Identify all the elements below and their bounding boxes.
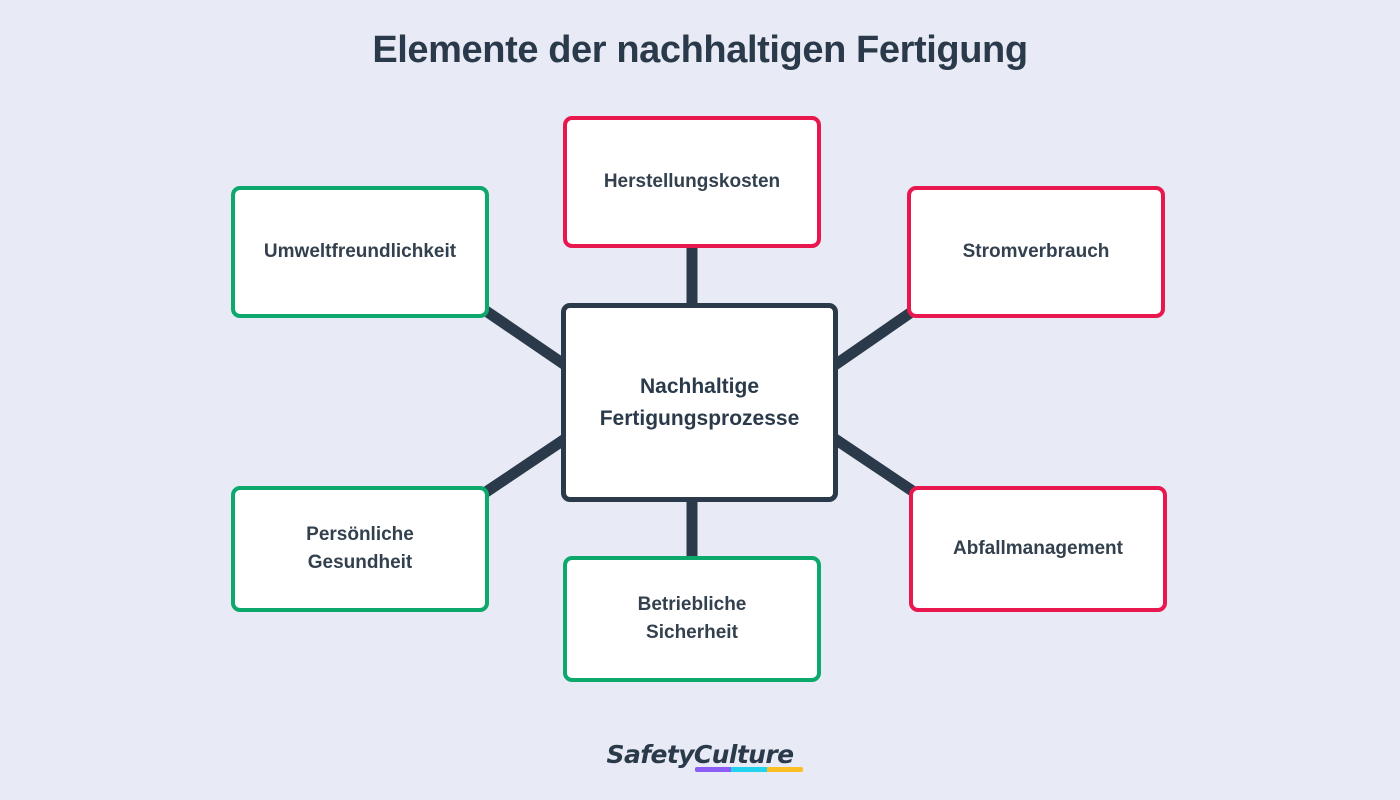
node-label-line1: Betriebliche xyxy=(637,594,747,616)
connector-upper-left xyxy=(482,306,572,372)
node-label-line1: Persönliche xyxy=(306,524,414,546)
logo-wordmark: SafetyCulture xyxy=(606,740,795,769)
connector-upper-right xyxy=(828,306,917,372)
node-abfallmanagement[interactable]: Abfallmanagement xyxy=(909,486,1167,612)
logo-underline-cyan xyxy=(730,767,767,773)
logo-underline-purple xyxy=(694,767,731,773)
logo-underline xyxy=(694,767,803,773)
center-node-label: Nachhaltige Fertigungsprozesse xyxy=(600,371,800,434)
node-herstellungskosten[interactable]: Herstellungskosten xyxy=(563,116,821,248)
logo-underline-yellow xyxy=(766,767,803,773)
center-node-label-line2: Fertigungsprozesse xyxy=(599,406,800,430)
node-betriebliche-sicherheit[interactable]: Betriebliche Sicherheit xyxy=(563,556,821,682)
node-label-line2: Sicherheit xyxy=(646,622,738,643)
node-stromverbrauch[interactable]: Stromverbrauch xyxy=(907,186,1165,318)
node-label: Stromverbrauch xyxy=(962,241,1110,263)
node-label: Herstellungskosten xyxy=(603,171,781,193)
page-title: Elemente der nachhaltigen Fertigung xyxy=(372,29,1028,71)
node-label: Umweltfreundlichkeit xyxy=(263,241,457,263)
logo-inner: SafetyCulture xyxy=(606,740,803,773)
connector-lower-right xyxy=(828,432,918,497)
node-label-line2: Gesundheit xyxy=(307,552,413,573)
node-label: Abfallmanagement xyxy=(953,538,1123,560)
connector-lower-left xyxy=(482,432,572,497)
safetyculture-logo: SafetyCulture xyxy=(0,740,1400,773)
center-node-label-line1: Nachhaltige xyxy=(639,375,759,398)
node-persoenliche-gesundheit[interactable]: Persönliche Gesundheit xyxy=(231,486,489,612)
node-center-nachhaltige-fertigungsprozesse[interactable]: Nachhaltige Fertigungsprozesse xyxy=(561,303,838,502)
node-umweltfreundlichkeit[interactable]: Umweltfreundlichkeit xyxy=(231,186,489,318)
node-label: Betriebliche Sicherheit xyxy=(638,591,747,646)
node-label: Persönliche Gesundheit xyxy=(306,521,414,576)
